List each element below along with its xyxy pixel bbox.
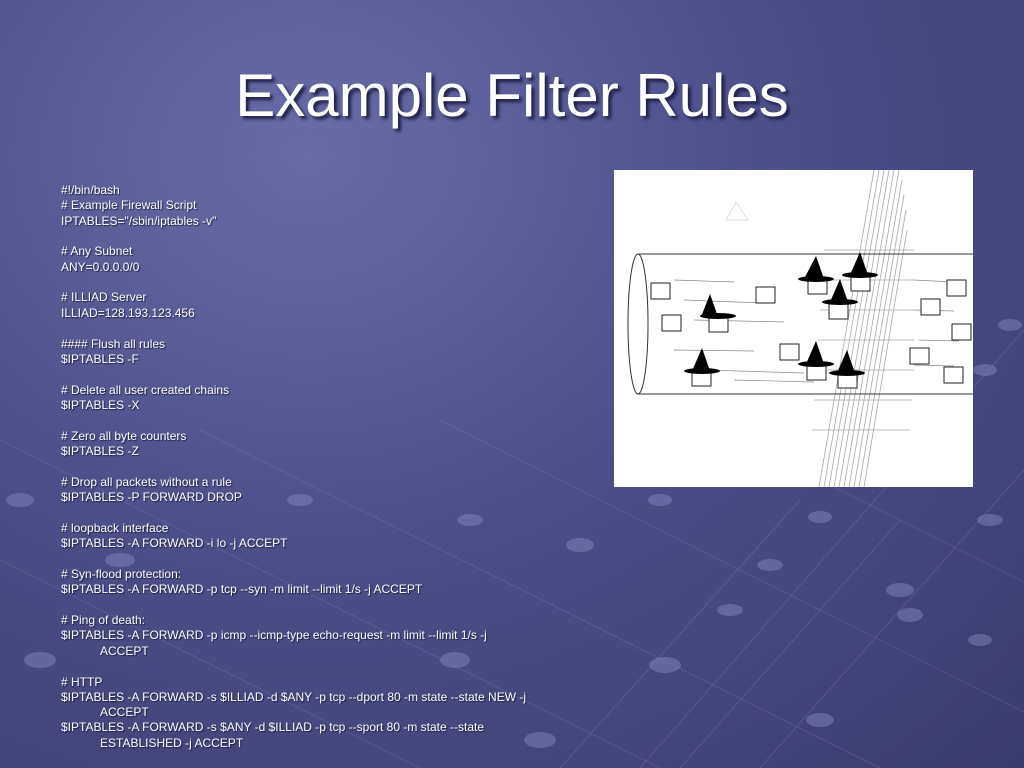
script-line: # Any Subnet: [61, 244, 133, 259]
script-line: $IPTABLES -P FORWARD DROP: [61, 490, 242, 505]
script-line: ANY=0.0.0.0/0: [61, 259, 140, 274]
script-line: #### Flush all rules: [61, 336, 166, 351]
script-block-illiad-server: # ILLIAD Server ILLIAD=128.193.123.456: [61, 290, 531, 321]
script-line: $IPTABLES -A FORWARD -s $ANY -d $ILLIAD …: [61, 720, 485, 750]
script-block-drop-policy: # Drop all packets without a rule $IPTAB…: [61, 475, 531, 506]
script-line: # Drop all packets without a rule: [61, 474, 232, 489]
pipe: [627, 253, 973, 395]
script-block-http: # HTTP $IPTABLES -A FORWARD -s $ILLIAD -…: [61, 675, 531, 751]
script-block-syn-flood: # Syn-flood protection: $IPTABLES -A FOR…: [61, 567, 531, 598]
script-line: # HTTP: [61, 674, 103, 689]
script-block-header: #!/bin/bash # Example Firewall Script IP…: [61, 183, 531, 229]
script-line: $IPTABLES -A FORWARD -p tcp --syn -m lim…: [61, 582, 423, 597]
script-line: ILLIAD=128.193.123.456: [61, 305, 195, 320]
black-hat-icon: [684, 252, 878, 376]
script-block-ping-of-death: # Ping of death: $IPTABLES -A FORWARD -p…: [61, 613, 531, 659]
script-line: # Syn-flood protection:: [61, 567, 182, 582]
script-line: # loopback interface: [61, 520, 169, 535]
script-block-delete-chains: # Delete all user created chains $IPTABL…: [61, 383, 531, 414]
script-line: IPTABLES="/sbin/iptables -v": [61, 213, 217, 228]
script-line: $IPTABLES -F: [61, 351, 139, 366]
script-line: $IPTABLES -A FORWARD -p icmp --icmp-type…: [61, 628, 487, 658]
script-line: $IPTABLES -A FORWARD -s $ILLIAD -d $ANY …: [61, 689, 527, 720]
slide-title: Example Filter Rules: [235, 62, 789, 129]
firewall-diagram: [627, 170, 973, 487]
script-line: $IPTABLES -X: [61, 397, 140, 412]
script-block-zero-counters: # Zero all byte counters $IPTABLES -Z: [61, 429, 531, 460]
script-line: # Zero all byte counters: [61, 428, 187, 443]
script-line: # ILLIAD Server: [61, 290, 147, 305]
script-line: # Ping of death:: [61, 613, 146, 628]
script-block-loopback: # loopback interface $IPTABLES -A FORWAR…: [61, 521, 531, 552]
script-block-flush: #### Flush all rules $IPTABLES -F: [61, 337, 531, 368]
firewall-plane: [812, 170, 914, 487]
script-line: $IPTABLES -Z: [61, 444, 139, 459]
packet-square-icon: [650, 274, 972, 389]
script-line: # Example Firewall Script: [61, 198, 197, 213]
script-block-any-subnet: # Any Subnet ANY=0.0.0.0/0: [61, 244, 531, 275]
firewall-pipe-illustration: [614, 170, 973, 487]
firewall-script: #!/bin/bash # Example Firewall Script IP…: [61, 183, 531, 751]
script-line: $IPTABLES -A FORWARD -i lo -j ACCEPT: [61, 536, 288, 551]
script-line: # Delete all user created chains: [61, 382, 230, 397]
script-line: #!/bin/bash: [61, 183, 120, 197]
